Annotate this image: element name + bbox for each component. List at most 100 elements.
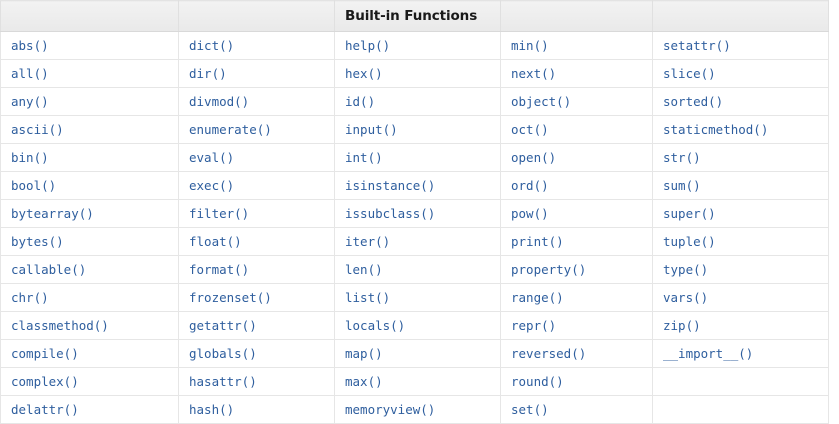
builtin-function-link[interactable]: staticmethod() (663, 122, 769, 137)
builtin-function-link[interactable]: format() (189, 262, 250, 277)
builtin-function-link[interactable]: all() (11, 66, 49, 81)
table-cell[interactable]: complex() (0, 367, 179, 396)
table-cell[interactable]: object() (500, 87, 653, 116)
table-cell[interactable]: zip() (652, 311, 829, 340)
table-cell[interactable]: staticmethod() (652, 115, 829, 144)
builtin-function-link[interactable]: abs() (11, 38, 49, 53)
table-cell[interactable]: hasattr() (178, 367, 335, 396)
table-cell[interactable]: bin() (0, 143, 179, 172)
builtin-function-link[interactable]: float() (189, 234, 242, 249)
builtin-function-link[interactable]: zip() (663, 318, 701, 333)
table-cell[interactable]: sum() (652, 171, 829, 200)
builtin-function-link[interactable]: dir() (189, 66, 227, 81)
builtin-function-link[interactable]: hash() (189, 402, 235, 417)
table-cell[interactable]: set() (500, 395, 653, 424)
builtin-function-link[interactable]: bin() (11, 150, 49, 165)
builtin-function-link[interactable]: complex() (11, 374, 79, 389)
builtin-function-link[interactable]: bool() (11, 178, 57, 193)
table-cell[interactable]: setattr() (652, 31, 829, 60)
table-cell[interactable]: chr() (0, 283, 179, 312)
table-cell[interactable]: bytes() (0, 227, 179, 256)
builtin-function-link[interactable]: sorted() (663, 94, 724, 109)
table-cell[interactable]: classmethod() (0, 311, 179, 340)
table-cell[interactable]: open() (500, 143, 653, 172)
table-cell[interactable]: oct() (500, 115, 653, 144)
table-cell[interactable]: callable() (0, 255, 179, 284)
builtin-function-link[interactable]: vars() (663, 290, 709, 305)
table-cell[interactable]: eval() (178, 143, 335, 172)
table-cell[interactable]: abs() (0, 31, 179, 60)
builtin-function-link[interactable]: round() (511, 374, 564, 389)
table-cell[interactable]: sorted() (652, 87, 829, 116)
table-cell[interactable]: ascii() (0, 115, 179, 144)
builtin-function-link[interactable]: issubclass() (345, 206, 436, 221)
builtin-function-link[interactable]: len() (345, 262, 383, 277)
table-cell[interactable]: globals() (178, 339, 335, 368)
builtin-function-link[interactable]: memoryview() (345, 402, 436, 417)
builtin-function-link[interactable]: dict() (189, 38, 235, 53)
builtin-function-link[interactable]: locals() (345, 318, 406, 333)
table-cell[interactable]: memoryview() (334, 395, 501, 424)
table-cell[interactable]: super() (652, 199, 829, 228)
builtin-function-link[interactable]: repr() (511, 318, 557, 333)
table-cell[interactable]: divmod() (178, 87, 335, 116)
builtin-function-link[interactable]: divmod() (189, 94, 250, 109)
builtin-function-link[interactable]: print() (511, 234, 564, 249)
builtin-function-link[interactable]: id() (345, 94, 376, 109)
builtin-function-link[interactable]: input() (345, 122, 398, 137)
builtin-function-link[interactable]: set() (511, 402, 549, 417)
builtin-function-link[interactable]: delattr() (11, 402, 79, 417)
table-cell[interactable]: iter() (334, 227, 501, 256)
table-cell[interactable]: locals() (334, 311, 501, 340)
table-cell[interactable]: property() (500, 255, 653, 284)
table-cell[interactable]: list() (334, 283, 501, 312)
table-cell[interactable]: pow() (500, 199, 653, 228)
table-cell[interactable]: filter() (178, 199, 335, 228)
table-cell[interactable]: int() (334, 143, 501, 172)
builtin-function-link[interactable]: next() (511, 66, 557, 81)
table-cell[interactable]: bool() (0, 171, 179, 200)
builtin-function-link[interactable]: globals() (189, 346, 257, 361)
table-cell[interactable]: input() (334, 115, 501, 144)
table-cell[interactable]: isinstance() (334, 171, 501, 200)
table-cell[interactable]: bytearray() (0, 199, 179, 228)
builtin-function-link[interactable]: chr() (11, 290, 49, 305)
builtin-function-link[interactable]: bytes() (11, 234, 64, 249)
table-cell[interactable]: any() (0, 87, 179, 116)
table-cell[interactable]: id() (334, 87, 501, 116)
builtin-function-link[interactable]: ascii() (11, 122, 64, 137)
table-cell[interactable]: float() (178, 227, 335, 256)
builtin-function-link[interactable]: ord() (511, 178, 549, 193)
builtin-function-link[interactable]: isinstance() (345, 178, 436, 193)
builtin-function-link[interactable]: tuple() (663, 234, 716, 249)
table-cell[interactable]: vars() (652, 283, 829, 312)
builtin-function-link[interactable]: type() (663, 262, 709, 277)
builtin-function-link[interactable]: iter() (345, 234, 391, 249)
builtin-function-link[interactable]: map() (345, 346, 383, 361)
table-cell[interactable]: tuple() (652, 227, 829, 256)
table-cell[interactable]: issubclass() (334, 199, 501, 228)
table-cell[interactable]: str() (652, 143, 829, 172)
builtin-function-link[interactable]: int() (345, 150, 383, 165)
table-cell[interactable]: help() (334, 31, 501, 60)
table-cell[interactable]: min() (500, 31, 653, 60)
table-cell[interactable]: compile() (0, 339, 179, 368)
builtin-function-link[interactable]: __import__() (663, 346, 754, 361)
builtin-function-link[interactable]: property() (511, 262, 587, 277)
builtin-function-link[interactable]: frozenset() (189, 290, 272, 305)
builtin-function-link[interactable]: exec() (189, 178, 235, 193)
builtin-function-link[interactable]: str() (663, 150, 701, 165)
table-cell[interactable]: map() (334, 339, 501, 368)
table-cell[interactable]: range() (500, 283, 653, 312)
builtin-function-link[interactable]: filter() (189, 206, 250, 221)
table-cell[interactable]: all() (0, 59, 179, 88)
builtin-function-link[interactable]: classmethod() (11, 318, 109, 333)
table-cell[interactable]: getattr() (178, 311, 335, 340)
builtin-function-link[interactable]: hasattr() (189, 374, 257, 389)
builtin-function-link[interactable]: compile() (11, 346, 79, 361)
builtin-function-link[interactable]: open() (511, 150, 557, 165)
table-cell[interactable]: frozenset() (178, 283, 335, 312)
builtin-function-link[interactable]: setattr() (663, 38, 731, 53)
table-cell[interactable]: reversed() (500, 339, 653, 368)
builtin-function-link[interactable]: help() (345, 38, 391, 53)
